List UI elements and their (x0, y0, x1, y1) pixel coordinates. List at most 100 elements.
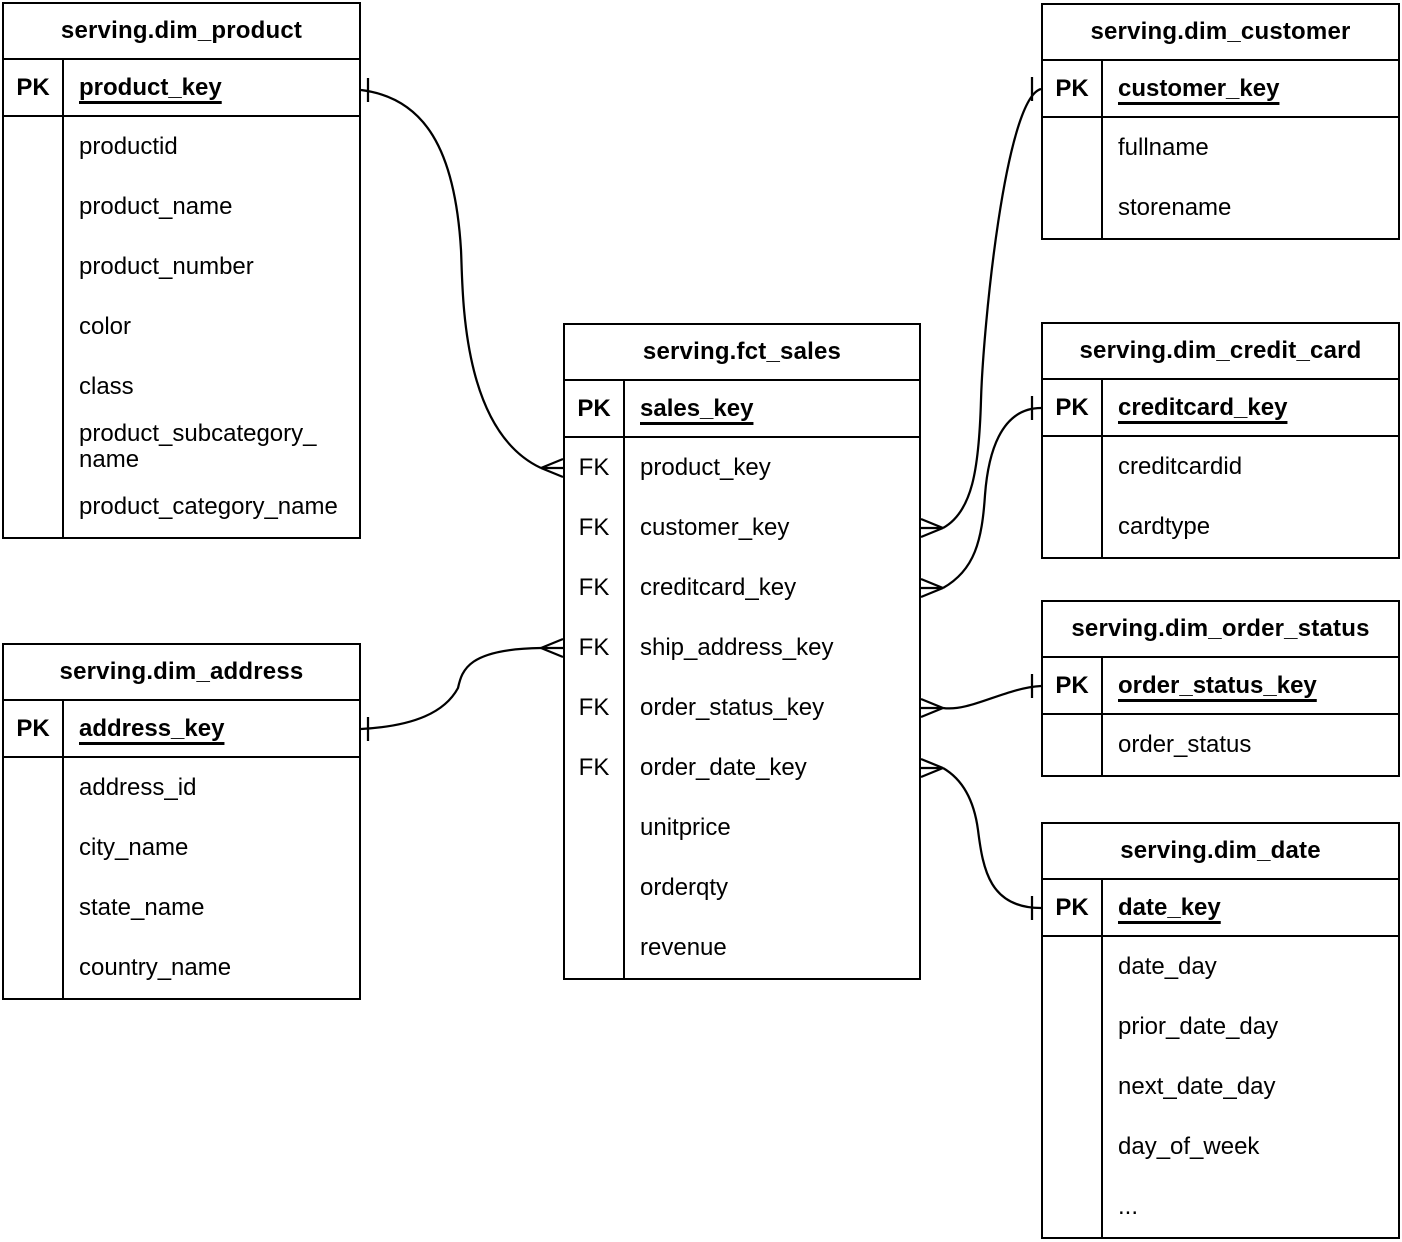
field-name: productid (79, 133, 178, 160)
pk-field-name: sales_key (640, 394, 754, 422)
field-name: class (79, 373, 134, 400)
field-key-label (1043, 937, 1103, 997)
table-row: ... (1043, 1177, 1398, 1237)
many-marker-crow-foot-icon (540, 457, 564, 479)
table-serving-dim-product: serving.dim_product PK product_key produ… (2, 2, 361, 539)
fk-label: FK (565, 738, 625, 798)
table-title: serving.dim_order_status (1043, 602, 1398, 658)
field-name: product_subcategory_name (79, 420, 317, 473)
field-name: next_date_day (1118, 1073, 1276, 1100)
field-key-label (4, 938, 64, 998)
field-key-label (4, 477, 64, 537)
table-row: product_name (4, 177, 359, 237)
relationship-line (942, 767, 1042, 910)
relationship-product-sales (360, 78, 564, 479)
pk-label: PK (1043, 61, 1103, 116)
table-title: serving.dim_product (4, 4, 359, 60)
field-name: prior_date_day (1118, 1013, 1279, 1040)
table-title: serving.dim_credit_card (1043, 324, 1398, 380)
table-row: day_of_week (1043, 1117, 1398, 1177)
table-row: productid (4, 117, 359, 177)
table-row: fullname (1043, 118, 1398, 178)
field-name: city_name (79, 834, 189, 861)
table-serving-dim-customer: serving.dim_customer PK customer_key ful… (1041, 3, 1400, 240)
field-key-label (4, 357, 64, 417)
fk-label: FK (565, 558, 625, 618)
field-name: ... (1118, 1193, 1139, 1220)
pk-row: PK customer_key (1043, 61, 1398, 118)
table-row: FK creditcard_key (565, 558, 919, 618)
field-name: product_number (79, 253, 254, 280)
field-name: country_name (79, 954, 232, 981)
field-name: unitprice (640, 814, 731, 841)
field-name: customer_key (640, 514, 790, 541)
pk-row: PK date_key (1043, 880, 1398, 937)
many-marker-crow-foot-icon (540, 637, 564, 659)
field-name: creditcardid (1118, 453, 1243, 480)
table-row: next_date_day (1043, 1057, 1398, 1117)
field-name: product_category_name (79, 493, 338, 520)
field-name: fullname (1118, 134, 1209, 161)
table-row: date_day (1043, 937, 1398, 997)
table-title: serving.dim_customer (1043, 5, 1398, 61)
fk-label: FK (565, 678, 625, 738)
field-key-label (1043, 997, 1103, 1057)
field-name: order_date_key (640, 754, 807, 781)
table-row: FK product_key (565, 438, 919, 498)
field-key-label (4, 297, 64, 357)
field-name: state_name (79, 894, 205, 921)
field-name: orderqty (640, 874, 729, 901)
table-row: product_category_name (4, 477, 359, 537)
pk-field-name: address_key (79, 714, 225, 742)
table-title: serving.fct_sales (565, 325, 919, 381)
pk-field-name: product_key (79, 73, 222, 101)
fk-label: FK (565, 498, 625, 558)
relationship-line (942, 406, 1042, 589)
table-row: color (4, 297, 359, 357)
field-key-label (1043, 1057, 1103, 1117)
relationship-line (942, 684, 1042, 710)
fk-label: FK (565, 438, 625, 498)
table-row: creditcardid (1043, 437, 1398, 497)
table-row: country_name (4, 938, 359, 998)
table-row: prior_date_day (1043, 997, 1398, 1057)
field-key-label (1043, 715, 1103, 775)
table-row: FK order_status_key (565, 678, 919, 738)
pk-row: PK sales_key (565, 381, 919, 438)
pk-label: PK (1043, 880, 1103, 935)
relationship-line (360, 646, 542, 731)
table-title: serving.dim_address (4, 645, 359, 701)
table-row: storename (1043, 178, 1398, 238)
field-name: color (79, 313, 132, 340)
table-row: product_number (4, 237, 359, 297)
field-key-label (565, 858, 625, 918)
field-key-label (565, 798, 625, 858)
field-key-label (4, 117, 64, 177)
field-key-label (1043, 118, 1103, 178)
field-key-label (4, 237, 64, 297)
field-key-label (565, 918, 625, 978)
table-row: city_name (4, 818, 359, 878)
field-name: product_name (79, 193, 233, 220)
table-serving-dim-address: serving.dim_address PK address_key addre… (2, 643, 361, 1000)
table-row: unitprice (565, 798, 919, 858)
pk-field-name: order_status_key (1118, 671, 1317, 699)
pk-field-name: date_key (1118, 893, 1221, 921)
field-key-label (1043, 178, 1103, 238)
relationship-orderstatus-sales (920, 674, 1042, 719)
many-marker-crow-foot-icon (920, 517, 944, 539)
field-key-label (4, 177, 64, 237)
relationship-line (360, 88, 542, 470)
pk-label: PK (1043, 380, 1103, 435)
table-row: FK ship_address_key (565, 618, 919, 678)
table-row: FK order_date_key (565, 738, 919, 798)
table-serving-dim-date: serving.dim_date PK date_key date_day pr… (1041, 822, 1400, 1239)
relationship-address-sales (360, 637, 564, 741)
table-row: order_status (1043, 715, 1398, 775)
fk-label: FK (565, 618, 625, 678)
relationship-date-sales (920, 757, 1042, 920)
pk-row: PK order_status_key (1043, 658, 1398, 715)
many-marker-crow-foot-icon (920, 757, 944, 779)
field-name: cardtype (1118, 513, 1211, 540)
